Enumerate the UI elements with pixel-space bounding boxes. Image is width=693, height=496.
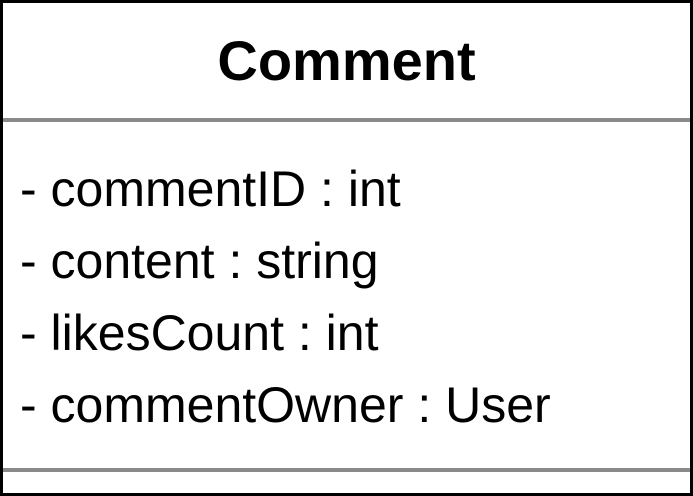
class-name: Comment xyxy=(217,28,476,92)
attributes-list: - commentID : int - content : string - l… xyxy=(20,153,551,441)
attribute-likes-count: - likesCount : int xyxy=(20,305,379,361)
attribute-comment-id: - commentID : int xyxy=(20,161,401,217)
attribute-comment-owner: - commentOwner : User xyxy=(20,377,551,433)
attributes-divider xyxy=(3,118,690,122)
methods-divider xyxy=(3,468,690,472)
attribute-content: - content : string xyxy=(20,233,379,289)
